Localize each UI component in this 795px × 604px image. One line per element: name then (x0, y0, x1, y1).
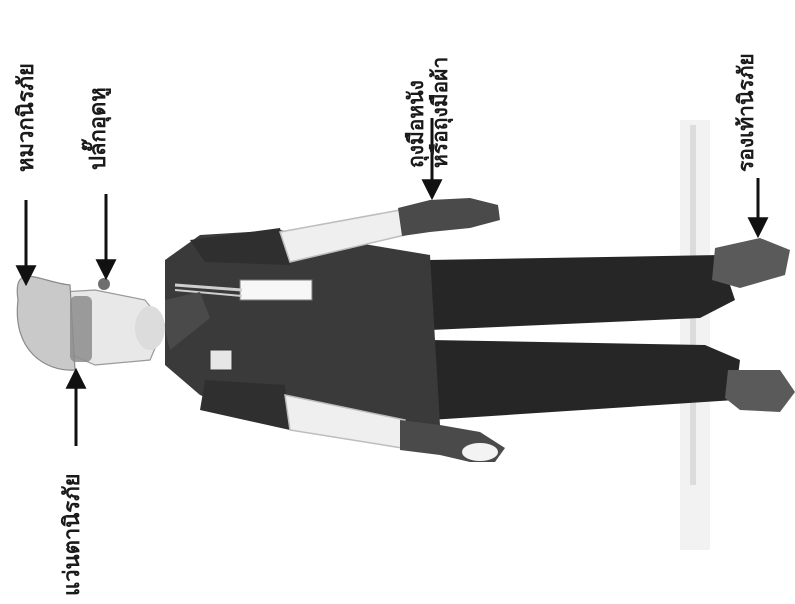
shirt-logo (210, 350, 232, 370)
glove-left (398, 198, 500, 236)
label-safety-shoes: รองเท้านิรภัย (734, 53, 758, 172)
label-gloves: ถุงมือหนัง หรือถุงมือผ้า (404, 57, 452, 168)
shoe-right (725, 370, 795, 412)
label-safety-glasses: แว่นตานิรภัย (60, 474, 85, 596)
shirt-sleeve-right (200, 380, 290, 430)
glove-right-palm (462, 443, 498, 461)
label-ear-plugs: ปลั๊กอุดหู (86, 87, 111, 170)
safety-glasses (70, 296, 92, 362)
chin (135, 306, 165, 350)
helmet (17, 276, 75, 370)
shoe-left (712, 238, 790, 288)
label-helmet: หมวกนิรภัย (14, 63, 39, 172)
ear-plug (98, 278, 110, 290)
id-badge (240, 280, 312, 300)
shirt-sleeve-left (190, 228, 290, 265)
